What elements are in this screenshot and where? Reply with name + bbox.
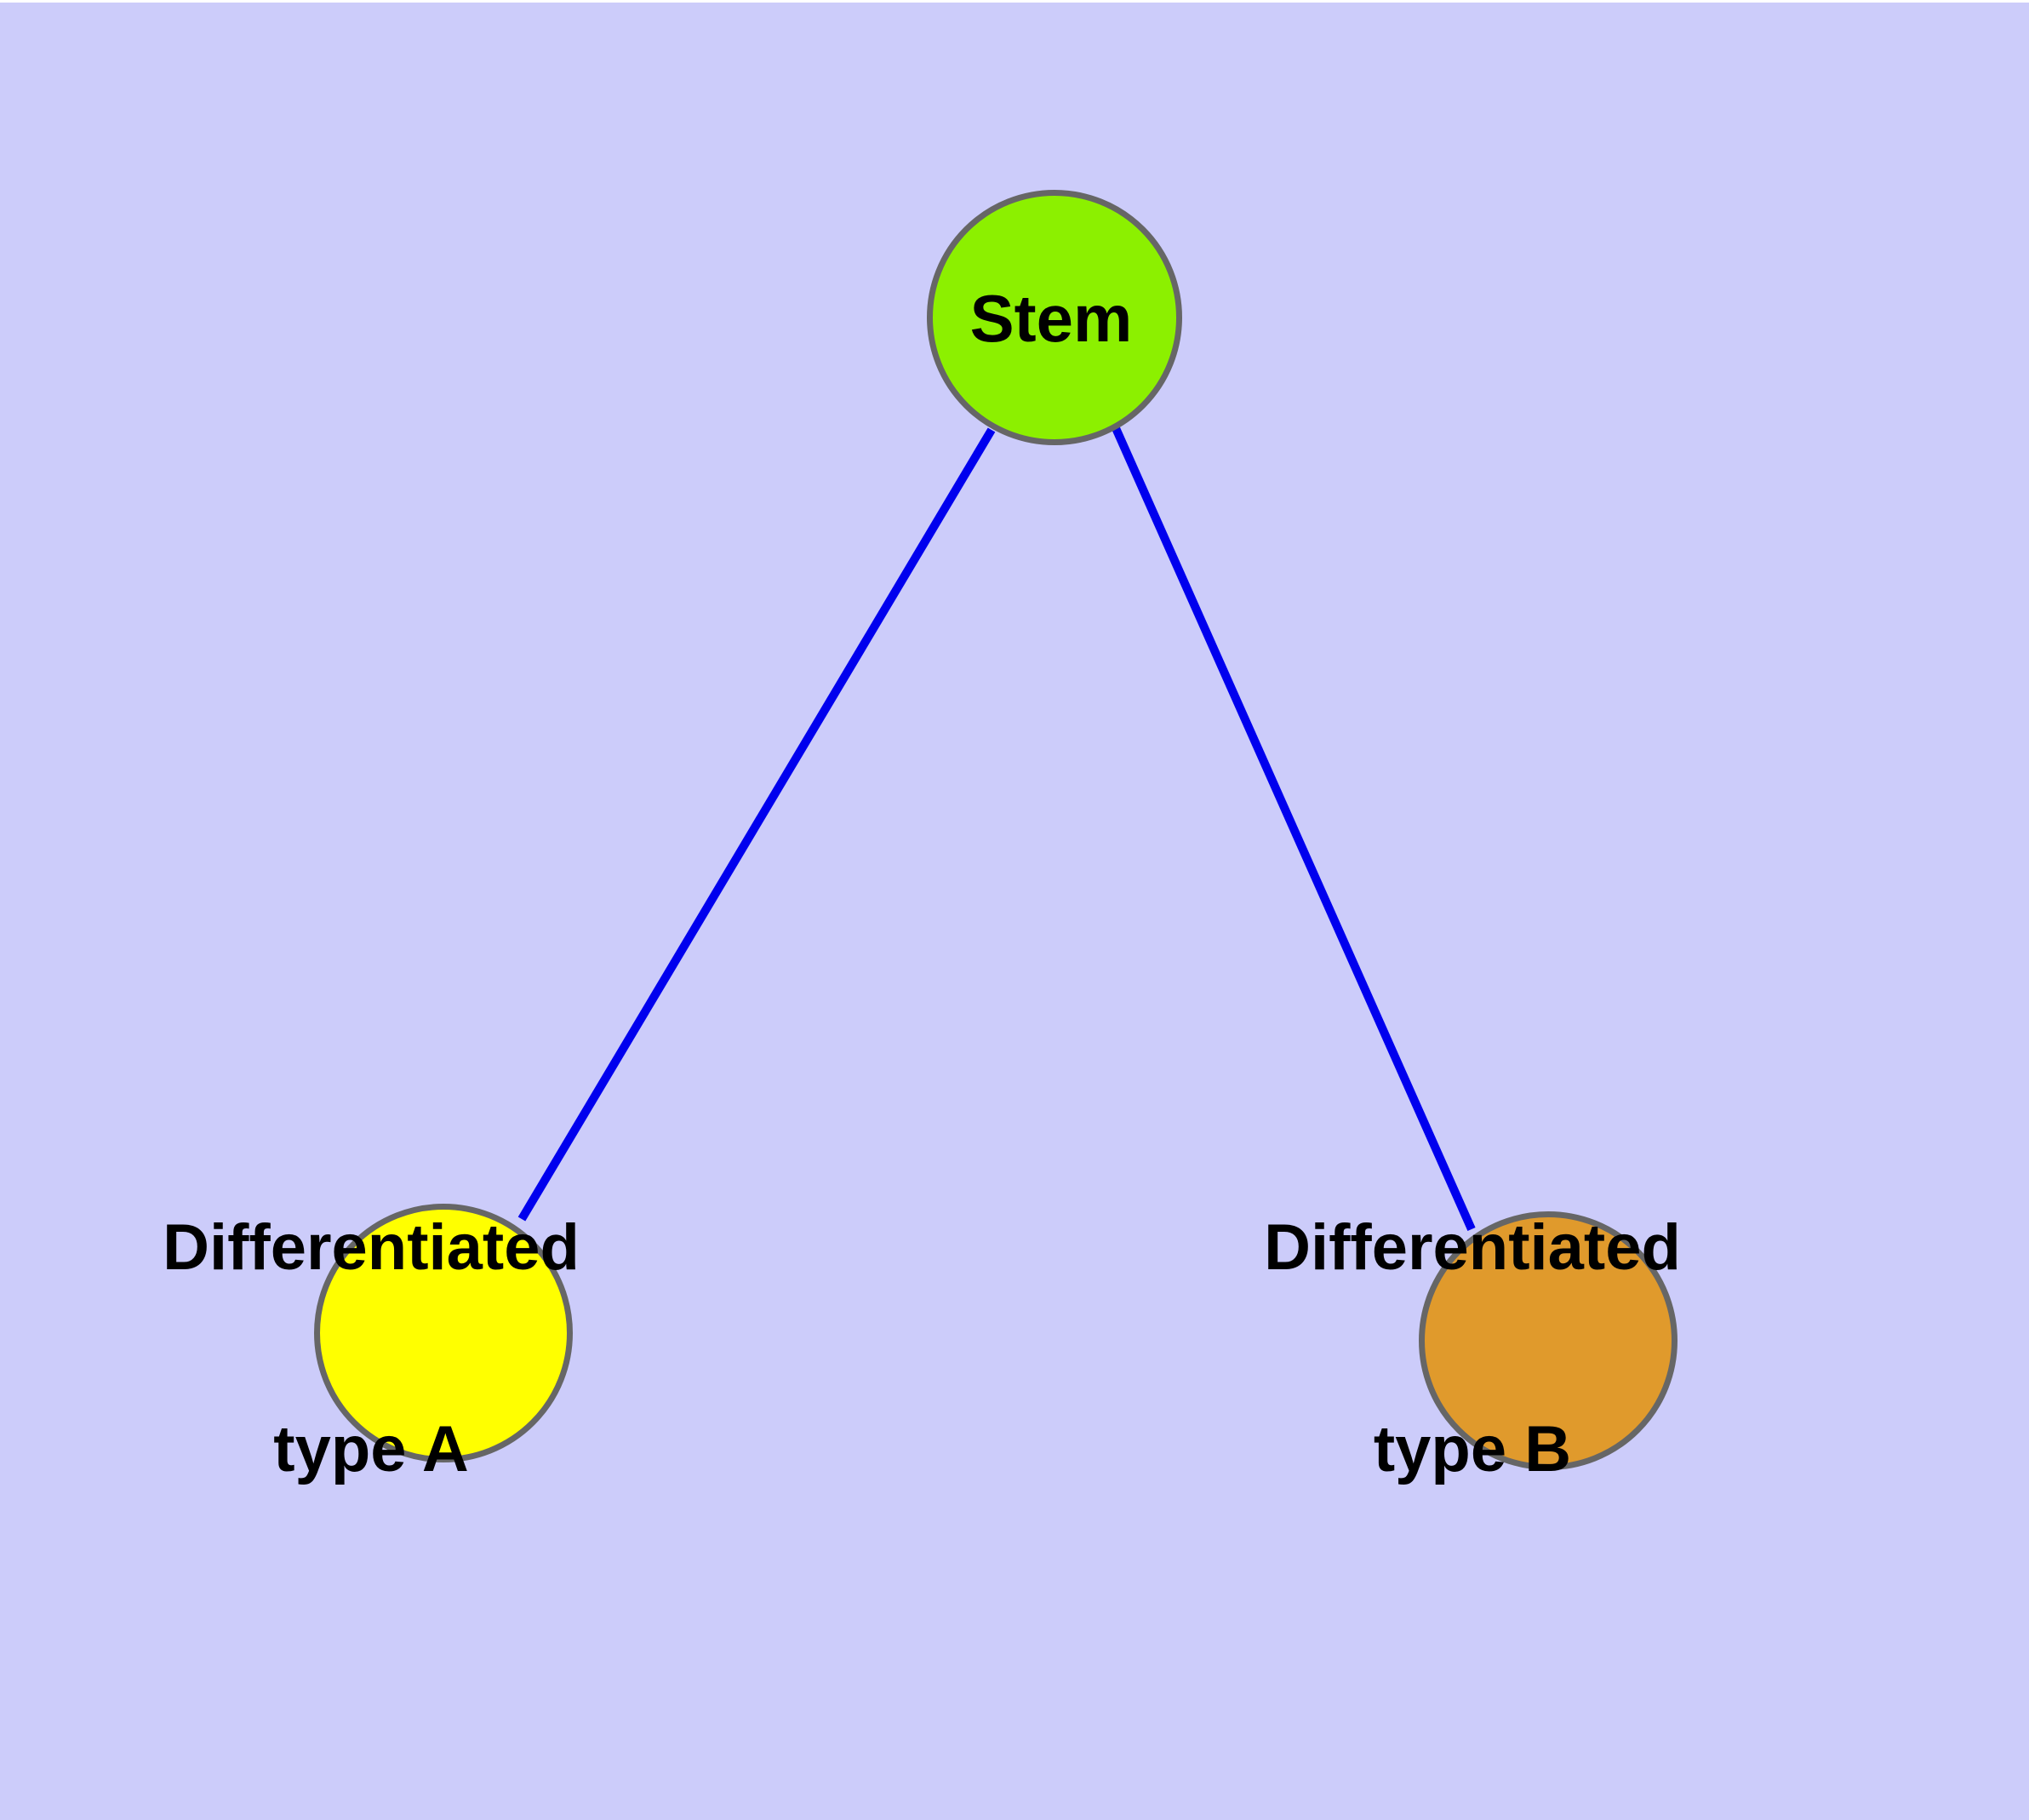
node-differentiated-type-b[interactable]	[1419, 1211, 1677, 1470]
edge-stem-to-differentiated-type-a[interactable]	[517, 427, 996, 1222]
node-layer	[314, 190, 1677, 1470]
edge-stem-to-differentiated-type-b[interactable]	[1112, 426, 1476, 1232]
node-differentiated-type-a[interactable]	[314, 1204, 573, 1462]
edge-layer	[517, 426, 1476, 1232]
node-stem[interactable]	[927, 190, 1182, 445]
